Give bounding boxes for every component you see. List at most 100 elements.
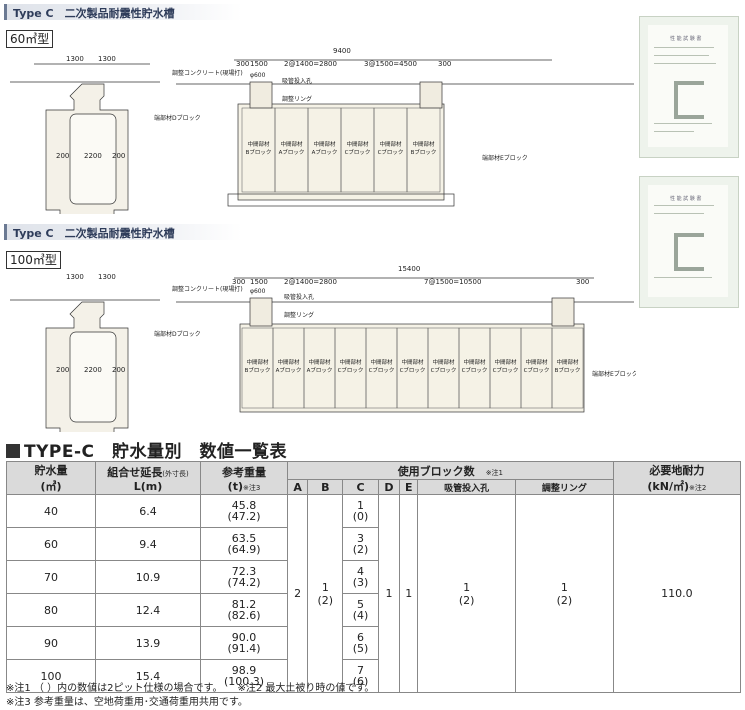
- block-label: 中間部材: [339, 358, 362, 366]
- block-label: 中間部材: [313, 140, 336, 148]
- cell-ring: 1(2): [515, 494, 614, 693]
- block-label: Cブロック: [338, 366, 364, 374]
- block-label: 中間部材: [432, 358, 455, 366]
- cell-c: 1(0): [342, 494, 379, 528]
- block-label: Bブロック: [555, 366, 581, 374]
- dim-top-2-b: 1300: [98, 273, 116, 281]
- th-bearing: 必要地耐力(kN/㎡)※注2: [612, 461, 742, 495]
- block-outline: [406, 107, 441, 193]
- cell-volume: 100: [6, 659, 96, 693]
- block-label: 中間部材: [494, 358, 517, 366]
- cell-volume: 40: [6, 494, 96, 528]
- block-labels-100: 中間部材Bブロック中間部材Aブロック中間部材Aブロック中間部材Cブロック中間部材…: [241, 327, 584, 409]
- th-length: 組合せ延長(外寸長)L(m): [95, 461, 201, 495]
- callout-d-block: 端部材Dブロック: [154, 114, 201, 122]
- th-c: C: [342, 479, 379, 495]
- cell-volume: 90: [6, 626, 96, 660]
- block-label: Cブロック: [431, 366, 457, 374]
- block-label: 中間部材: [401, 358, 424, 366]
- cell-weight: 90.0(91.4): [200, 626, 288, 660]
- cell-c: 3(2): [342, 527, 379, 561]
- note-2: ※注3 参考重量は、空地荷重用･交通荷重用共用です。: [6, 697, 248, 708]
- size-label-60: 60㎥型: [6, 30, 54, 48]
- elevation-view: [176, 59, 634, 207]
- dim-row-3-b: 7@1500=10500: [424, 278, 481, 286]
- callout-concrete-b: 調整コンクリート(現場打): [172, 285, 243, 293]
- block-label: Bブロック: [246, 148, 272, 156]
- table-title-text: TYPE-C 貯水量別 数値一覧表: [24, 442, 288, 462]
- block-label: Aブロック: [312, 148, 338, 156]
- cell-weight: 81.2(82.6): [200, 593, 288, 627]
- total-length-60: 9400: [333, 47, 351, 55]
- th-d: D: [377, 479, 401, 495]
- block-label: 中間部材: [370, 358, 393, 366]
- dim-row-1-b: 1500: [250, 278, 268, 286]
- block-label: Cブロック: [400, 366, 426, 374]
- cross-section-view-100: [10, 299, 160, 432]
- dim-top-1: 1300: [66, 55, 84, 63]
- drawing-60: 1300 1300 200 2200 200 9400 300 1500 2@1…: [10, 47, 634, 214]
- cell-b: 1(2): [307, 494, 344, 693]
- block-label: Cブロック: [462, 366, 488, 374]
- cell-weight: 98.9(100.3): [200, 659, 288, 693]
- callout-suction-b: 吸管投入孔: [284, 293, 314, 301]
- callout-e-block: 端部材Eブロック: [482, 154, 528, 162]
- th-a: A: [286, 479, 309, 495]
- certificate-image-2: 性 能 試 験 書: [639, 176, 739, 308]
- cell-length: 12.4: [95, 593, 201, 627]
- block-label: Cブロック: [345, 148, 371, 156]
- block-label: Cブロック: [493, 366, 519, 374]
- callout-d-block-b: 端部材Dブロック: [154, 330, 201, 338]
- block-label: Bブロック: [411, 148, 437, 156]
- block-label: 中間部材: [525, 358, 548, 366]
- th-e: E: [399, 479, 419, 495]
- cell-volume: 60: [6, 527, 96, 561]
- dim-row-3: 3@1500=4500: [364, 60, 417, 68]
- cell-volume: 70: [6, 560, 96, 594]
- th-b: B: [307, 479, 344, 495]
- th-suction: 吸管投入孔: [417, 479, 516, 495]
- cell-bearing: 110.0: [612, 494, 742, 693]
- th-ring: 調整リング: [515, 479, 614, 495]
- cell-c: 5(4): [342, 593, 379, 627]
- elevation-view-100: [176, 277, 634, 413]
- cross-section-view: [10, 63, 160, 214]
- block-label: Aブロック: [279, 148, 305, 156]
- block-label: Cブロック: [369, 366, 395, 374]
- cell-d: 1: [377, 494, 401, 693]
- block-outline: [551, 327, 584, 409]
- block-labels-60: 中間部材Bブロック中間部材Aブロック中間部材Aブロック中間部材Cブロック中間部材…: [241, 107, 441, 193]
- section-banner-60: Type C 二次製品耐震性貯水槽: [4, 4, 242, 20]
- block-label: 中間部材: [247, 140, 270, 148]
- dim-row-2: 2@1400=2800: [284, 60, 337, 68]
- cell-weight: 63.5(64.9): [200, 527, 288, 561]
- block-label: 中間部材: [246, 358, 269, 366]
- cell-c: 6(5): [342, 626, 379, 660]
- block-label: 中間部材: [379, 140, 402, 148]
- values-table: 貯水量(㎥) 組合せ延長(外寸長)L(m) 参考重量(t)※注3 使用ブロック数…: [6, 460, 742, 693]
- dim-mid-2-b: 2200: [84, 366, 102, 374]
- cell-weight: 72.3(74.2): [200, 560, 288, 594]
- dim-mid-1: 200: [56, 152, 69, 160]
- table-title: TYPE-C 貯水量別 数値一覧表: [6, 437, 287, 462]
- block-label: 中間部材: [346, 140, 369, 148]
- block-label: 中間部材: [277, 358, 300, 366]
- dim-top-2: 1300: [98, 55, 116, 63]
- cell-length: 13.9: [95, 626, 201, 660]
- block-label: 中間部材: [308, 358, 331, 366]
- cell-c: 7(6): [342, 659, 379, 693]
- section-banner-100: Type C 二次製品耐震性貯水槽: [4, 224, 242, 240]
- callout-suction: 吸管投入孔: [282, 77, 312, 85]
- block-label: 中間部材: [463, 358, 486, 366]
- size-label-100: 100㎥型: [6, 251, 61, 269]
- block-label: 中間部材: [556, 358, 579, 366]
- cell-a: 2: [286, 494, 309, 693]
- th-weight: 参考重量(t)※注3: [200, 461, 288, 495]
- callout-e-block-b: 端部材Eブロック: [592, 370, 636, 378]
- th-volume: 貯水量(㎥): [6, 461, 96, 495]
- note-1: ※注1 （ ）内の数値は2ピット仕様の場合です。 ※注2 最大土被り時の値です。: [6, 683, 375, 694]
